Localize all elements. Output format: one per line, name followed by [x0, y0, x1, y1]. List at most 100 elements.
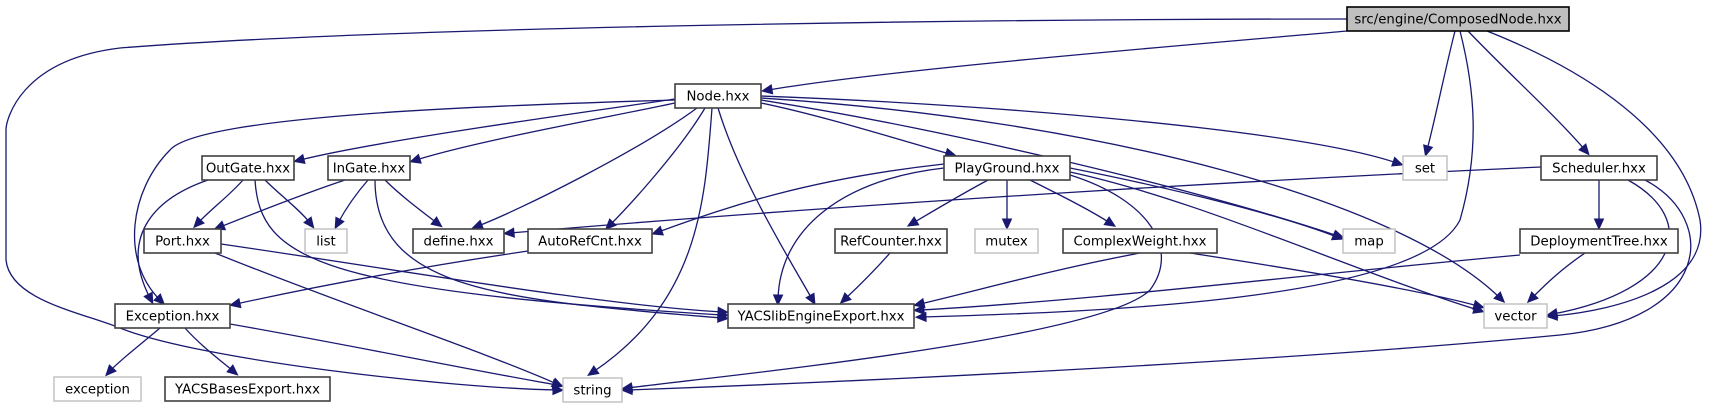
edge-deploymenttree-to-vector [1526, 252, 1586, 304]
edge-line [760, 97, 1501, 299]
node-box [143, 228, 222, 254]
node-define[interactable]: define.hxx [412, 228, 505, 254]
arrowhead-icon [906, 216, 920, 227]
edge-line [717, 107, 813, 300]
edge-node-to-string [587, 107, 713, 377]
node-label: vector [1494, 310, 1537, 325]
edge-outgate-to-list [264, 179, 315, 229]
node-box [201, 155, 295, 181]
arrowhead-icon [193, 216, 205, 229]
arrowhead-icon [143, 291, 154, 305]
node-label: set [1415, 162, 1435, 177]
node-label: mutex [985, 235, 1028, 250]
arrowhead-icon [1330, 230, 1344, 241]
edge-scheduler-to-string [620, 179, 1692, 396]
edge-line [109, 327, 161, 372]
node-vector: vector [1483, 303, 1548, 329]
edge-line [337, 179, 369, 224]
edge-line [1029, 179, 1111, 224]
edge-playground-to-refcounter [906, 179, 989, 227]
node-box [974, 228, 1039, 254]
arrowhead-icon [1545, 307, 1559, 319]
node-box [114, 303, 231, 329]
node-complexweight[interactable]: ComplexWeight.hxx [1062, 228, 1218, 254]
edge-playground-to-map [1069, 167, 1344, 241]
node-label: InGate.hxx [333, 162, 406, 177]
edge-exception_hxx-to-string [229, 323, 565, 390]
arrowhead-icon [226, 364, 239, 376]
node-node[interactable]: Node.hxx [674, 83, 762, 109]
node-label: src/engine/ComposedNode.hxx [1354, 13, 1561, 28]
node-box [164, 376, 331, 402]
arrowhead-icon [805, 292, 816, 306]
node-label: RefCounter.hxx [840, 235, 942, 250]
edge-outgate-to-port [193, 179, 244, 229]
node-ingate[interactable]: InGate.hxx [327, 155, 411, 181]
edge-line [1069, 171, 1479, 311]
node-autorefcnt[interactable]: AutoRefCnt.hxx [527, 228, 653, 254]
node-box [53, 376, 142, 402]
node-label: Scheduler.hxx [1552, 162, 1646, 177]
node-box [1540, 155, 1658, 181]
edge-line [919, 254, 1521, 311]
edge-line [1069, 167, 1338, 238]
arrowhead-icon [839, 292, 852, 304]
edge-line [1426, 30, 1456, 151]
arrowhead-icon [551, 379, 565, 390]
node-yacsbases[interactable]: YACSBasesExport.hxx [164, 376, 331, 402]
edge-line [844, 252, 891, 300]
arrowhead-icon [1593, 218, 1605, 231]
arrowhead-icon [153, 293, 166, 306]
edge-deploymenttree-to-yacslib [912, 254, 1521, 316]
edge-line [760, 102, 951, 155]
node-label: ComplexWeight.hxx [1073, 235, 1206, 250]
edge-line [264, 179, 311, 224]
node-mutex: mutex [974, 228, 1039, 254]
node-set: set [1402, 155, 1448, 181]
edge-node-to-set [760, 95, 1404, 167]
node-outgate[interactable]: OutGate.hxx [201, 155, 295, 181]
edge-line [1531, 252, 1586, 299]
node-box [304, 228, 348, 254]
arrowhead-icon [303, 216, 315, 229]
node-scheduler[interactable]: Scheduler.hxx [1540, 155, 1658, 181]
arrowhead-icon [772, 294, 784, 307]
edge-exception_hxx-to-exception [105, 327, 161, 377]
node-deploymenttree[interactable]: DeploymentTree.hxx [1519, 228, 1679, 254]
node-playground[interactable]: PlayGround.hxx [943, 155, 1071, 181]
node-box [412, 228, 505, 254]
edge-line [214, 252, 558, 385]
arrowhead-icon [717, 306, 730, 318]
node-yacslib[interactable]: YACSlibEngineExport.hxx [727, 303, 915, 329]
node-exception: exception [53, 376, 142, 402]
edge-autorefcnt-to-exception_hxx [228, 250, 529, 309]
arrowhead-icon [228, 297, 242, 309]
edge-node-to-vector [760, 97, 1506, 304]
arrowhead-icon [1423, 144, 1434, 157]
edges-layer [5, 18, 1702, 396]
edge-playground-to-yacslib [772, 167, 945, 307]
node-port[interactable]: Port.hxx [143, 228, 222, 254]
node-box [727, 303, 915, 329]
edge-line [197, 179, 244, 224]
arrowhead-icon [105, 364, 117, 377]
edge-line [5, 18, 1348, 391]
edge-refcounter-to-yacslib [839, 252, 891, 304]
node-label: map [1354, 235, 1384, 250]
edge-line [760, 95, 1398, 164]
node-refcounter[interactable]: RefCounter.hxx [834, 228, 948, 254]
arrowhead-icon [1391, 156, 1404, 167]
edge-line [184, 327, 234, 372]
node-exception_hxx[interactable]: Exception.hxx [114, 303, 231, 329]
node-box [1483, 303, 1548, 329]
edge-line [767, 30, 1348, 91]
node-label: Port.hxx [155, 235, 210, 250]
edge-outgate-to-exception_hxx [137, 179, 209, 305]
node-label: list [316, 235, 336, 250]
edge-composednode-to-scheduler [1467, 30, 1590, 156]
edge-composednode-to-node [760, 30, 1348, 95]
edge-line [229, 323, 558, 386]
node-label: Exception.hxx [126, 310, 220, 325]
edge-node-to-exception_hxx [133, 99, 676, 306]
